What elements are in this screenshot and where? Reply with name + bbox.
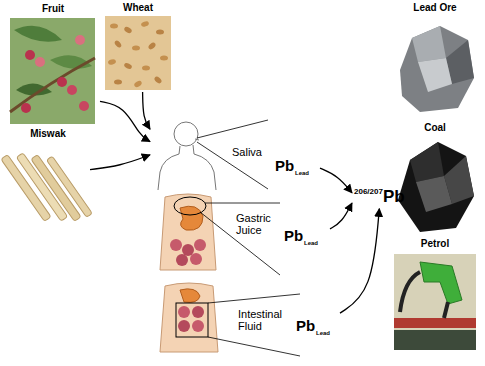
photo-heading: Wheat	[103, 2, 173, 13]
ore-facet	[412, 26, 446, 62]
photo-panel: Fruit	[8, 3, 100, 126]
element-name: Lead	[295, 170, 309, 177]
isotope-ratio: 206/207	[354, 188, 383, 197]
intestine	[192, 306, 204, 318]
photo-heading: Miswak	[8, 128, 88, 139]
isotope-node: 206/207Pb	[352, 186, 407, 209]
berry	[57, 77, 67, 87]
leader-line	[197, 142, 268, 189]
torso	[160, 194, 216, 270]
element-symbol: Pb	[275, 158, 294, 175]
photo-heading: Fruit	[8, 3, 98, 14]
leader-line	[205, 203, 280, 204]
flow-arrow	[143, 92, 150, 129]
berry	[79, 101, 89, 111]
grain	[114, 80, 122, 85]
intestine	[190, 253, 202, 265]
pump-panel	[394, 330, 476, 350]
coal-photo	[398, 142, 474, 232]
berry	[35, 57, 45, 67]
intestine	[194, 239, 206, 251]
leader-line	[197, 120, 268, 138]
leader-line	[208, 294, 300, 303]
intestine	[176, 254, 188, 266]
stomach	[180, 289, 200, 303]
pump-stripe	[394, 318, 476, 328]
person-head	[174, 122, 198, 146]
flow-arrow	[320, 168, 352, 193]
intestine	[192, 320, 204, 332]
nozzle-spout	[444, 302, 448, 318]
coal-facet	[416, 176, 452, 212]
wheat-photo	[105, 16, 171, 90]
intestine	[182, 244, 194, 256]
element-symbol: Pb	[284, 228, 303, 245]
fruit-photo	[10, 18, 95, 124]
photo-panel: Lead Ore	[392, 2, 480, 120]
grain	[123, 62, 132, 70]
berry	[67, 85, 77, 95]
coal-facet	[410, 142, 444, 182]
person-mouth	[195, 139, 199, 140]
element-name: Lead	[304, 240, 318, 247]
fuel-hose	[400, 272, 420, 312]
grain	[140, 20, 149, 27]
grain	[133, 80, 142, 88]
callout-box	[176, 303, 208, 337]
fuel-nozzle	[420, 262, 462, 304]
person-body	[158, 145, 216, 190]
berry	[75, 35, 85, 45]
element-name: Lead	[316, 330, 330, 337]
grain	[153, 76, 162, 85]
photo-panel: Miswak	[8, 128, 90, 232]
photo-panel: Petrol	[392, 238, 480, 352]
grain	[110, 24, 118, 29]
flow-arrow	[90, 155, 150, 170]
element-symbol: Pb	[383, 188, 405, 207]
intestine	[178, 320, 190, 332]
ore-facet	[418, 58, 452, 92]
photo-heading: Coal	[392, 122, 478, 133]
miswak-stick	[46, 156, 92, 217]
grain	[114, 39, 123, 48]
grain	[156, 30, 164, 35]
body-fluid-panel: SalivaPbLead	[150, 112, 320, 190]
fluid-label: Intestinal Fluid	[238, 308, 292, 332]
intestine	[170, 239, 182, 251]
petrol-photo	[394, 254, 476, 350]
fluid-label: Saliva	[232, 146, 262, 158]
leader-line	[208, 337, 300, 356]
intestine	[178, 306, 190, 318]
fluid-label: Gastric Juice	[236, 212, 282, 236]
lead-ore-photo	[400, 26, 474, 112]
grain	[142, 66, 150, 71]
grain	[132, 46, 140, 51]
grain	[160, 56, 168, 61]
body-fluid-panel: Gastric JuicePbLead	[150, 192, 330, 274]
photo-heading: Petrol	[392, 238, 478, 249]
leaf	[14, 26, 62, 42]
grain	[123, 26, 132, 34]
branch	[10, 58, 95, 112]
element-symbol: Pb	[296, 318, 315, 335]
body-fluid-panel: Intestinal FluidPbLead	[150, 278, 340, 356]
callout-ring	[174, 197, 206, 215]
grain	[107, 59, 116, 66]
berry	[21, 103, 31, 113]
photo-panel: Wheat	[103, 2, 175, 92]
torso	[160, 283, 218, 352]
flow-arrow	[340, 209, 379, 313]
stomach	[180, 206, 203, 230]
photo-heading: Lead Ore	[392, 2, 478, 13]
grain	[147, 42, 156, 51]
photo-panel: Coal	[392, 122, 480, 236]
flow-arrow	[330, 203, 352, 229]
berry	[25, 50, 35, 60]
